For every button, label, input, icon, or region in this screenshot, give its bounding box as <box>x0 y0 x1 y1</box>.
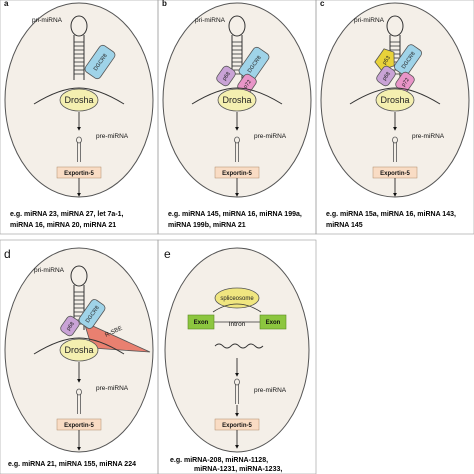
panel-b-rna-strand <box>191 87 283 105</box>
panel-a-rna-strand <box>33 87 125 105</box>
panel-b-drosha-label: Drosha <box>222 95 251 105</box>
panel-e-caption-line1: e.g. miRNA-208, miRNA-1128, <box>170 457 268 464</box>
panel-c-p53-label: p53 <box>382 55 392 66</box>
panel-e-caption-line2: miRNA-1231, miRNA-1233, <box>194 466 282 473</box>
panel-c-exportin-label: Exportin-5 <box>380 171 410 177</box>
panel-d-drosha-label: Drosha <box>64 345 93 355</box>
panel-e-spliceosome <box>214 287 260 309</box>
panel-e-exon-left-label: Exon <box>194 320 209 326</box>
panel-e-pre-label: pre-miRNA <box>254 387 287 394</box>
panel-c-drosha <box>375 88 415 112</box>
panel-b-drosha <box>217 88 257 112</box>
panel-e-exon-right-label: Exon <box>266 320 281 326</box>
panel-b-pri-label: pri-miRNA <box>195 17 226 24</box>
panel-a-exportin-label: Exportin-5 <box>64 171 94 177</box>
panel-d-caption-line1: e.g. miRNA 21, miRNA 155, miRNA 224 <box>8 461 136 468</box>
panel-a-caption-line2: miRNA 16, miRNA 20, miRNA 21 <box>10 222 116 229</box>
panel-b-pre-label: pre-miRNA <box>254 133 287 140</box>
panel-b-caption-line1: e.g. miRNA 145, miRNA 16, miRNA 199a, <box>168 211 302 218</box>
panel-d-p68-label: p68 <box>66 321 76 332</box>
panel-d-exportin-label: Exportin-5 <box>64 423 94 429</box>
panel-e-letter: e <box>164 247 171 261</box>
panel-e-intron-loop <box>212 303 262 313</box>
panel-c-letter: c <box>320 0 325 8</box>
panel-c-rna-strand <box>349 87 441 105</box>
panel-c-p72-label: p72 <box>401 77 411 88</box>
panel-c-caption-line1: e.g. miRNA 15a, miRNA 16, miRNA 143, <box>326 211 456 218</box>
panel-a-dgcr8: DGCR8 <box>84 44 116 80</box>
panel-e-spliced-intron <box>214 343 264 349</box>
panel-a-drosha <box>59 88 99 112</box>
panel-d-drosha <box>59 338 99 362</box>
panel-d: d pri-miRNA R-SBE DGCR8 p68 Drosha pre-m… <box>0 239 159 474</box>
panel-e-spliceosome-label: spliceosome <box>220 296 254 302</box>
panel-d-pri-label: pri-miRNA <box>34 267 65 274</box>
panel-c-pre-label: pre-miRNA <box>412 133 445 140</box>
panel-b-p72-label: p72 <box>243 79 253 90</box>
panel-c-p53: p53 <box>374 48 395 71</box>
panel-c-frame <box>315 0 474 235</box>
panel-b-exportin-label: Exportin-5 <box>222 171 252 177</box>
panel-d-pre-label: pre-miRNA <box>96 385 129 392</box>
panel-e-exon-right <box>259 314 287 330</box>
panel-b-p68: p68 <box>216 65 236 87</box>
panel-d-rna-strand <box>33 337 125 355</box>
panel-b-p68-label: p68 <box>222 71 232 82</box>
panel-d-p68: p68 <box>60 315 80 337</box>
panel-c-drosha-label: Drosha <box>380 95 409 105</box>
panel-b-dgcr8: DGCR8 <box>238 46 270 82</box>
panel-b-letter: b <box>162 0 167 8</box>
panel-e-exon-left <box>187 314 215 330</box>
panel-c: c pri-miRNA DGCR8 p53 p68 p72 Drosha pre… <box>315 0 474 235</box>
panel-d-dgcr8: DGCR8 <box>78 299 106 329</box>
panel-e: e spliceosome Exon Intron Exon pre-miRNA… <box>157 239 317 474</box>
panel-a-letter: a <box>4 0 9 8</box>
panel-b-caption-line2: miRNA 199b, miRNA 21 <box>168 222 246 229</box>
panel-d-rsbe <box>83 321 151 353</box>
panel-d-letter: d <box>4 247 11 261</box>
panel-c-pri-label: pri-miRNA <box>354 17 385 24</box>
panel-e-intron-label: Intron <box>229 321 246 328</box>
panel-e-cell <box>164 247 310 453</box>
panel-e-exportin-label: Exportin-5 <box>222 423 252 429</box>
panel-a-pri-label: pri-miRNA <box>32 17 63 24</box>
panel-b: b pri-miRNA DGCR8 p68 p72 Drosha pre-miR… <box>157 0 317 235</box>
panel-c-p72: p72 <box>395 71 415 93</box>
panel-a: a pri-miRNA DGCR8 Drosha pre-miRNA Expor… <box>0 0 159 235</box>
panel-a-drosha-label: Drosha <box>64 95 93 105</box>
panel-c-caption-line2: miRNA 145 <box>326 222 363 229</box>
panel-c-p68: p68 <box>376 65 396 87</box>
panel-e-frame <box>157 239 317 474</box>
panel-a-pre-label: pre-miRNA <box>96 133 129 140</box>
panel-a-caption-line1: e.g. miRNA 23, miRNA 27, let 7a-1, <box>10 211 124 218</box>
panel-c-dgcr8: DGCR8 <box>394 44 422 76</box>
panel-c-p68-label: p68 <box>382 71 392 82</box>
